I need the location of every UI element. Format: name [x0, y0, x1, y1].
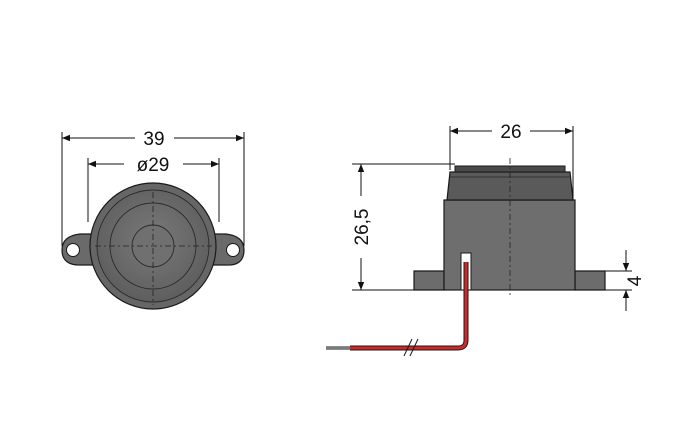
height-label: 26,5	[352, 209, 373, 246]
overall-width-label: 39	[143, 129, 164, 150]
body-diameter-label: ø29	[137, 155, 170, 176]
side-view: 26 26,5 4	[326, 122, 646, 357]
right-mounting-hole	[226, 243, 240, 257]
front-view: 39 ø29	[61, 129, 245, 310]
flange-height-label: 4	[625, 275, 646, 286]
right-foot	[574, 270, 606, 291]
dimension-overall-width: 39	[61, 129, 245, 246]
dimension-top-width: 26	[449, 122, 574, 200]
lead-wire	[326, 262, 469, 357]
left-mounting-hole	[66, 243, 80, 257]
dimension-height: 26,5	[352, 163, 455, 291]
left-foot	[413, 270, 445, 291]
break-mark	[403, 338, 413, 357]
top-width-label: 26	[500, 122, 521, 143]
dimension-body-diameter: ø29	[87, 155, 220, 222]
dimension-flange-height: 4	[605, 250, 646, 311]
